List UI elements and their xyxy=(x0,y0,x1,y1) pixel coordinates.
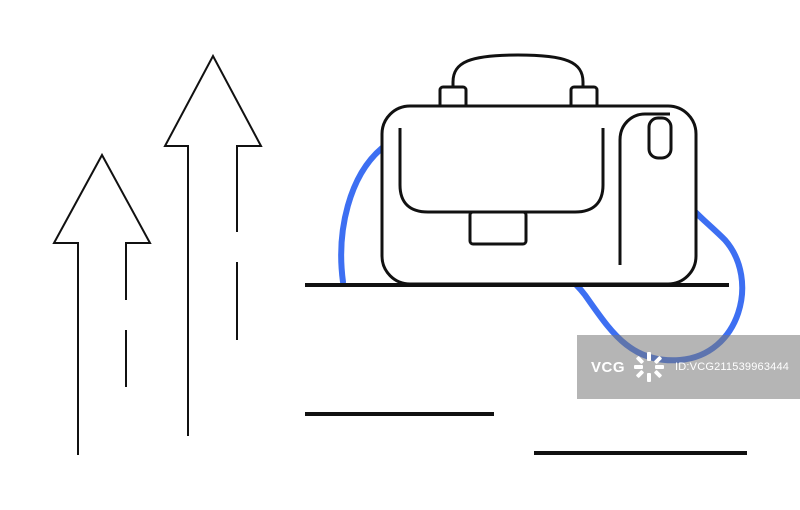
watermark: VCG ID:VCG211539963444 xyxy=(577,335,800,399)
vcg-logo-icon xyxy=(634,352,665,382)
bag-body-icon xyxy=(380,104,698,286)
ground-lines xyxy=(305,283,747,455)
up-arrow-left-icon xyxy=(52,152,152,455)
bag-handle-icon xyxy=(438,53,599,110)
watermark-id: ID:VCG211539963444 xyxy=(675,361,790,373)
up-arrow-right-icon xyxy=(163,53,263,436)
watermark-brand: VCG xyxy=(591,358,626,376)
